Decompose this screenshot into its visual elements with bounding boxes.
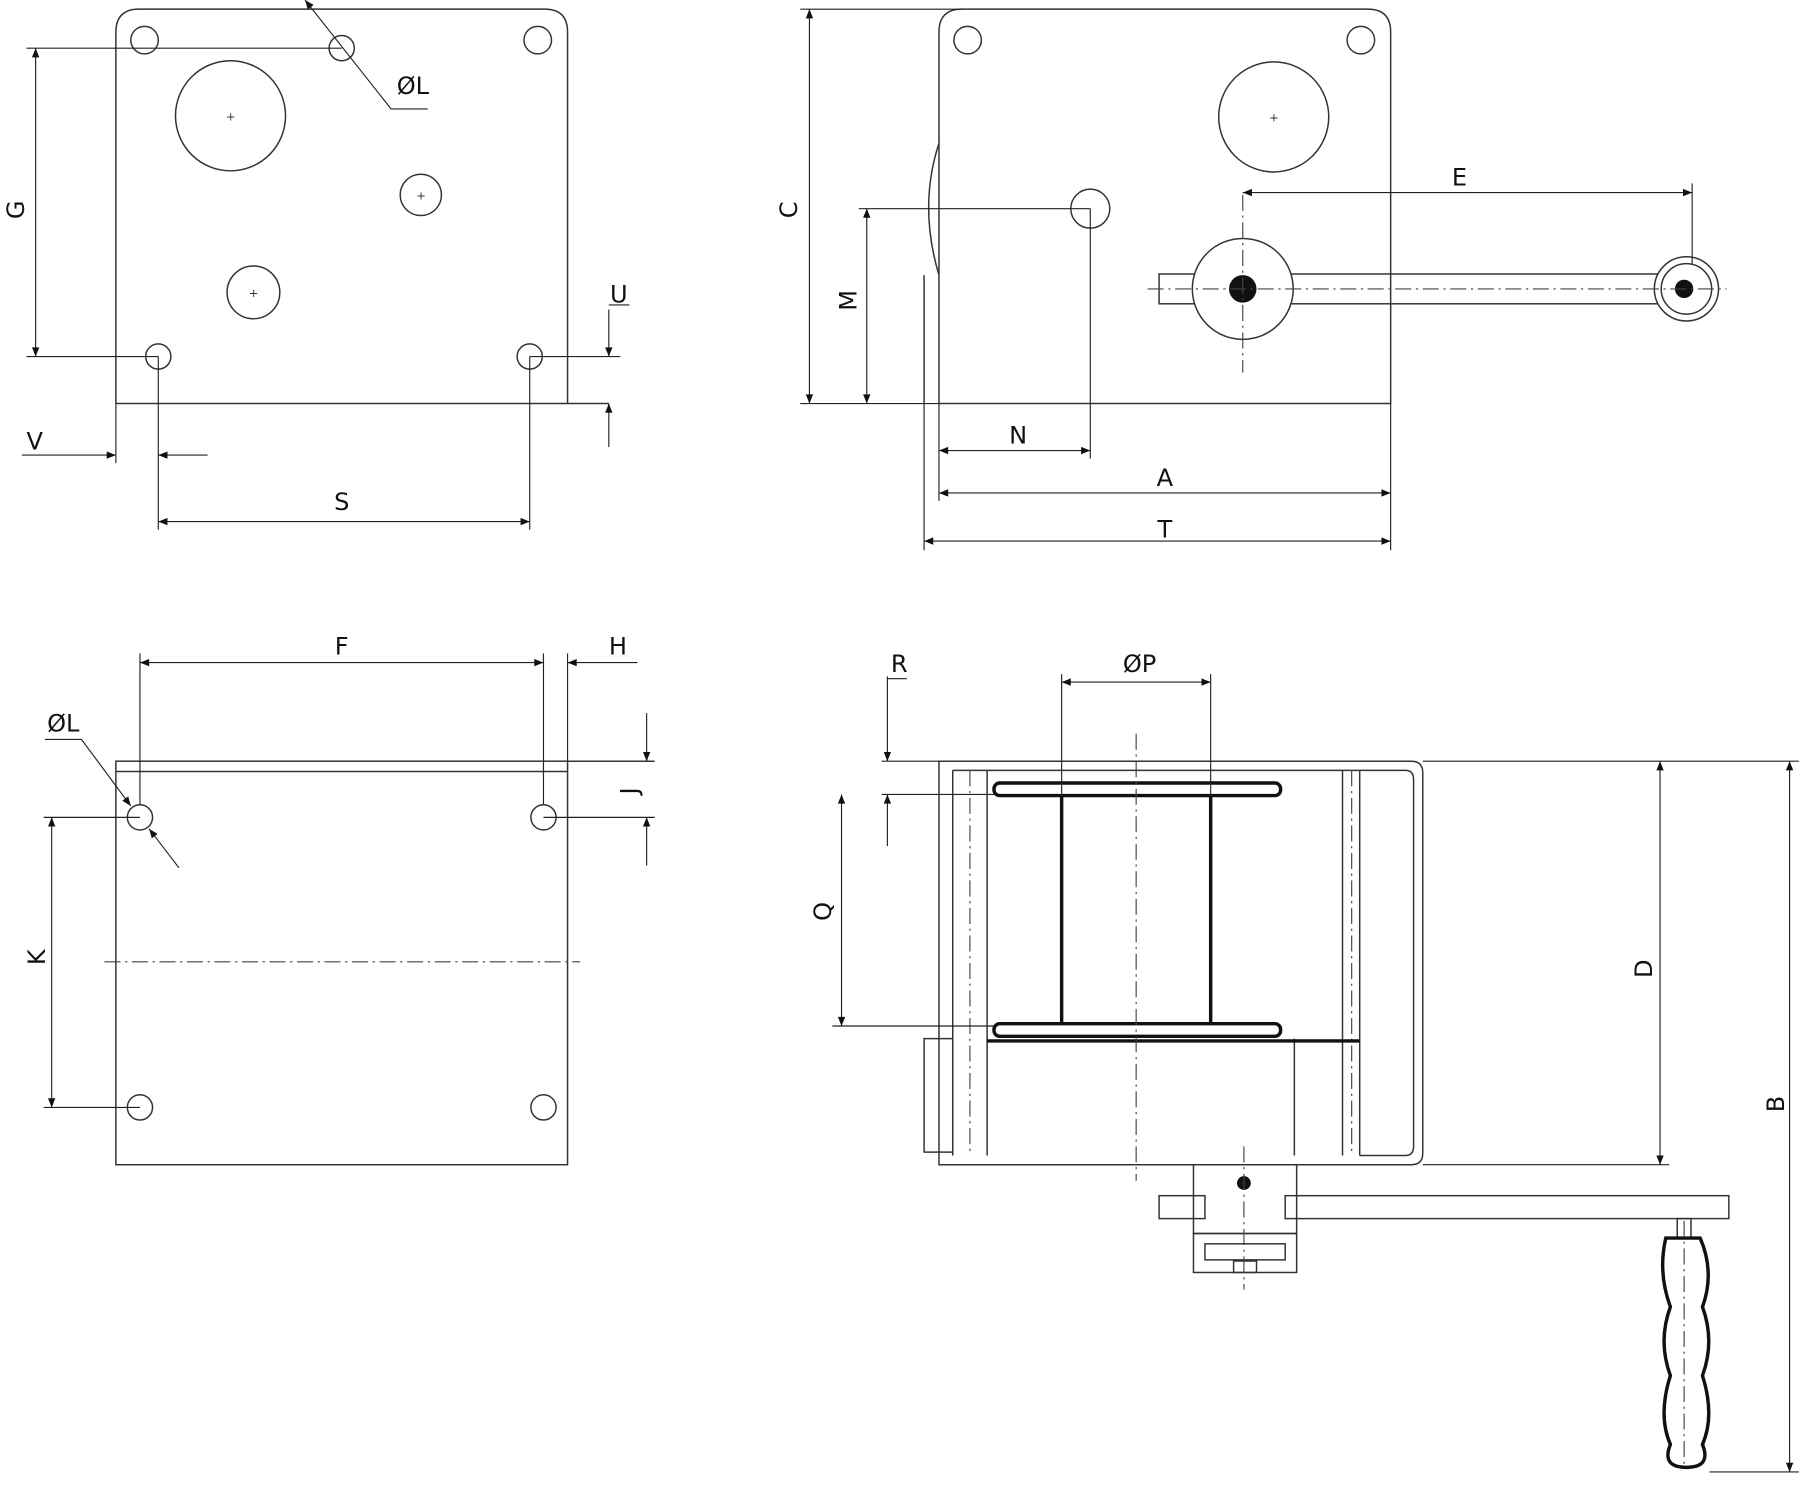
svg-text:+: +	[416, 188, 426, 202]
svg-text:+: +	[249, 286, 259, 300]
dim-q: Q	[809, 902, 837, 921]
side-view: + C M N A T E	[775, 8, 1727, 551]
dim-hole-dia: ØL	[397, 72, 430, 100]
dim-t: T	[1156, 516, 1172, 544]
dim-b: B	[1762, 1096, 1790, 1113]
mounting-plate-bottom-view: F H J K ØL	[23, 633, 655, 1166]
dim-h: H	[609, 633, 627, 661]
dim-d: D	[1630, 959, 1658, 978]
dim-g: G	[2, 200, 30, 219]
dim-r: R	[891, 650, 908, 678]
dim-p: ØP	[1123, 650, 1156, 678]
mounting-plate-top-view: + + + G ØL U V S	[2, 0, 630, 530]
svg-text:+: +	[226, 109, 236, 123]
dim-k: K	[23, 948, 51, 965]
dim-f: F	[335, 633, 349, 661]
dim-c: C	[775, 201, 803, 218]
dim-s: S	[334, 488, 349, 516]
dim-u: U	[610, 281, 628, 309]
svg-text:+: +	[1269, 111, 1279, 125]
front-view: R ØP Q D B	[809, 650, 1799, 1473]
dim-n: N	[1009, 422, 1027, 450]
dim-j: J	[615, 787, 643, 796]
dim-a: A	[1157, 464, 1174, 492]
dim-e: E	[1452, 164, 1467, 192]
dim-hole-dia-bottom: ØL	[47, 709, 80, 737]
dim-m: M	[834, 290, 862, 311]
dim-v: V	[26, 427, 43, 455]
